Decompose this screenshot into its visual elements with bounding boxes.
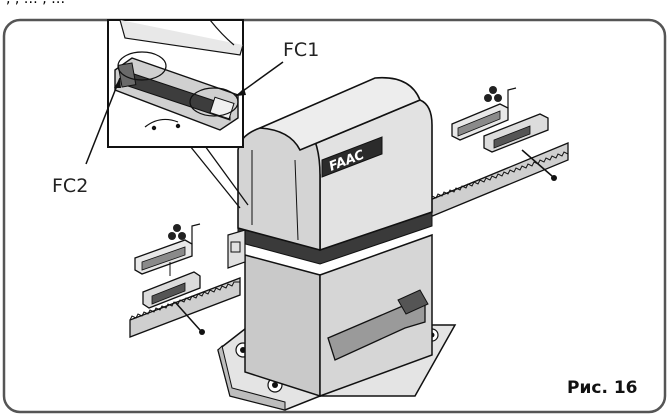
inset-leader-line bbox=[189, 145, 241, 209]
gear-rack-right bbox=[429, 142, 569, 218]
header-text-fragment: , , … , … bbox=[6, 0, 65, 7]
gear-rack-left bbox=[129, 277, 241, 338]
screw-icon bbox=[521, 149, 557, 181]
fc1-label: FC1 bbox=[283, 39, 319, 61]
limit-switch-plate-left bbox=[142, 262, 201, 309]
fc2-leader-line bbox=[85, 77, 121, 165]
figure-caption: Рис. 16 bbox=[567, 378, 637, 398]
figure-frame bbox=[2, 18, 667, 414]
limit-switch-plate-right bbox=[483, 113, 549, 153]
motor-cover: FAAC bbox=[237, 76, 433, 252]
inset-detail bbox=[107, 19, 244, 148]
limit-switch-bracket-left bbox=[134, 223, 201, 275]
fc2-label: FC2 bbox=[52, 175, 88, 197]
screw-icon bbox=[174, 301, 205, 335]
limit-switch-bracket-right bbox=[451, 86, 517, 141]
inset-leader-line bbox=[204, 145, 249, 206]
motor-body bbox=[227, 211, 433, 398]
